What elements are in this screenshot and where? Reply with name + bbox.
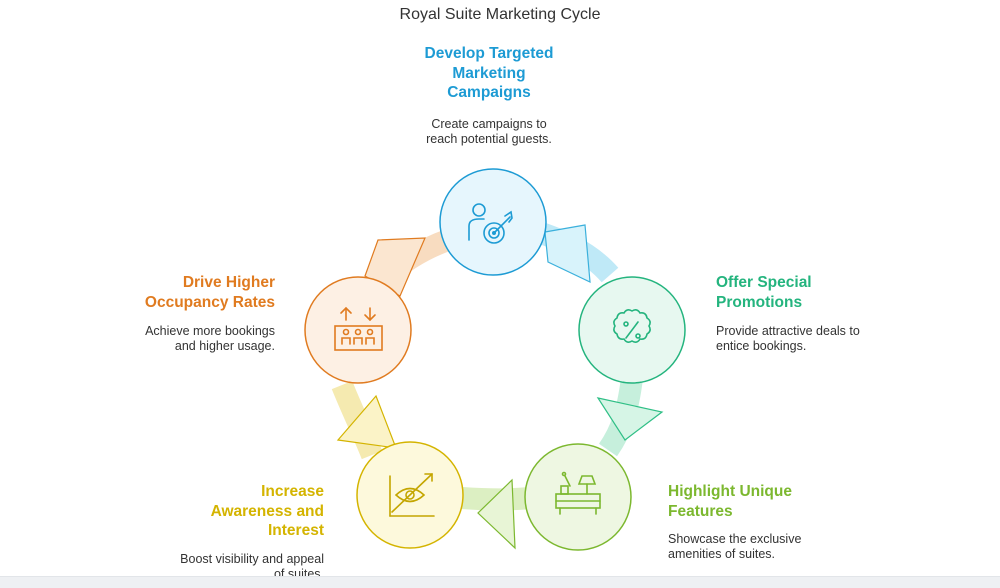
bottom-scroll-strip	[0, 576, 1000, 588]
arrow-promotions-to-features	[596, 376, 664, 457]
step-node-features	[524, 443, 632, 551]
percent-badge-icon	[613, 309, 651, 343]
step-heading-line: Features	[668, 502, 733, 520]
step-heading-line: Occupancy Rates	[144, 293, 275, 311]
step-heading-line: Develop Targeted	[424, 45, 554, 62]
step-label-occupancy: Drive Higher Occupancy Rates Achieve mor…	[75, 273, 275, 354]
step-heading-line: Marketing	[452, 64, 526, 82]
arrow-awareness-to-occupancy	[331, 380, 397, 460]
elevator-people-icon	[334, 306, 383, 351]
step-label-campaigns: Develop Targeted Marketing Campaigns Cre…	[380, 44, 598, 147]
step-heading-line: Offer Special	[716, 274, 812, 291]
suite-furniture-icon	[555, 471, 601, 515]
step-heading-line: Promotions	[716, 293, 803, 311]
step-node-awareness	[356, 441, 464, 549]
step-label-features: Highlight Unique Features Showcase the e…	[668, 482, 868, 562]
step-heading-line: Interest	[268, 522, 324, 539]
step-heading-line: Highlight Unique	[668, 483, 792, 500]
step-label-awareness: Increase Awareness and Interest Boost vi…	[124, 482, 324, 582]
person-target-icon	[468, 203, 513, 244]
step-heading-line: Campaigns	[447, 84, 531, 101]
step-heading-line: Increase	[261, 483, 324, 500]
step-node-promotions	[578, 276, 686, 384]
step-label-promotions: Offer Special Promotions Provide attract…	[716, 273, 916, 354]
step-description-line: Create campaigns to	[431, 116, 547, 131]
step-description-line: and higher usage.	[174, 339, 275, 353]
step-description-line: reach potential guests.	[426, 131, 552, 146]
arrow-features-to-awareness	[461, 478, 532, 550]
step-description-line: Boost visibility and appeal	[180, 551, 324, 566]
diagram-title: Royal Suite Marketing Cycle	[399, 6, 601, 23]
step-description-line: Provide attractive deals to	[716, 324, 860, 338]
step-description-line: Showcase the exclusive	[668, 532, 802, 546]
step-description-line: Achieve more bookings	[145, 324, 275, 338]
step-heading-line: Drive Higher	[182, 274, 275, 291]
step-description-line: entice bookings.	[716, 339, 807, 353]
step-heading-line: Awareness and	[210, 502, 324, 520]
step-description-line: amenities of suites.	[668, 547, 775, 561]
step-node-occupancy	[304, 276, 412, 384]
eye-chart-icon	[389, 473, 435, 517]
step-node-campaigns	[439, 168, 547, 276]
